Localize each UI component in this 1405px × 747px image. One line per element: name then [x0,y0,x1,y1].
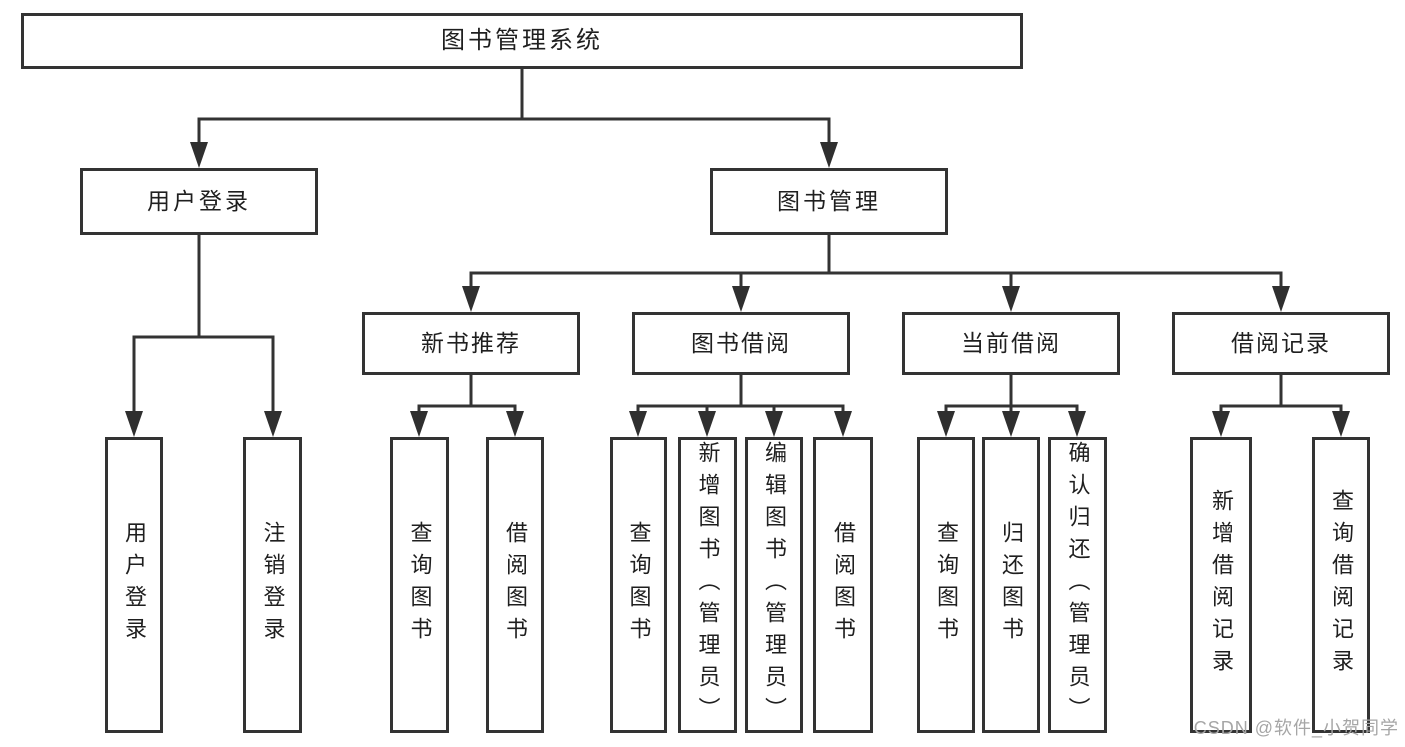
leaf-query-books-recommend: 查询图书 [390,437,449,733]
node-label: 查询图书 [407,521,433,649]
node-label: 借阅图书 [503,521,528,649]
leaf-edit-book-admin: 编辑图书（管理员） [745,437,803,733]
node-book-borrowing: 图书借阅 [632,312,850,375]
node-label: 查询借阅记录 [1329,489,1354,681]
node-book-management: 图书管理 [710,168,948,235]
node-label: 用户登录 [147,188,251,214]
node-label: 确认归还（管理员） [1065,441,1091,729]
node-label: 归还图书 [999,521,1024,649]
node-current-borrowing: 当前借阅 [902,312,1120,375]
arrowhead-icons [125,142,1350,437]
node-label: 图书管理 [777,188,881,214]
leaf-query-books-current: 查询图书 [917,437,975,733]
leaf-query-borrow-record: 查询借阅记录 [1312,437,1370,733]
node-label: 注销登录 [260,521,286,649]
node-label: 用户登录 [122,521,147,649]
node-label: 查询图书 [934,521,959,649]
node-label: 新书推荐 [421,330,521,356]
node-label: 借阅图书 [831,521,856,649]
node-label: 新增借阅记录 [1209,489,1234,681]
node-label: 新增图书（管理员） [695,441,721,729]
node-label: 编辑图书（管理员） [762,441,787,729]
node-label: 当前借阅 [961,330,1061,356]
leaf-add-borrow-record: 新增借阅记录 [1190,437,1252,733]
node-borrowing-records: 借阅记录 [1172,312,1390,375]
leaf-borrow-books: 借阅图书 [813,437,873,733]
leaf-return-books: 归还图书 [982,437,1040,733]
node-label: 图书借阅 [691,330,791,356]
leaf-add-book-admin: 新增图书（管理员） [678,437,737,733]
leaf-query-books-borrowing: 查询图书 [610,437,667,733]
node-label: 借阅记录 [1231,330,1331,356]
leaf-user-login: 用户登录 [105,437,163,733]
node-label: 图书管理系统 [441,27,603,54]
node-user-login: 用户登录 [80,168,318,235]
node-label: 查询图书 [626,521,652,649]
leaf-confirm-return-admin: 确认归还（管理员） [1048,437,1107,733]
node-library-management-system: 图书管理系统 [21,13,1023,69]
tree-branch-lines [132,67,1343,416]
csdn-watermark: CSDN @软件_小贺同学 [1193,718,1399,738]
node-new-book-recommend: 新书推荐 [362,312,580,375]
leaf-logout: 注销登录 [243,437,302,733]
leaf-borrow-books-recommend: 借阅图书 [486,437,544,733]
